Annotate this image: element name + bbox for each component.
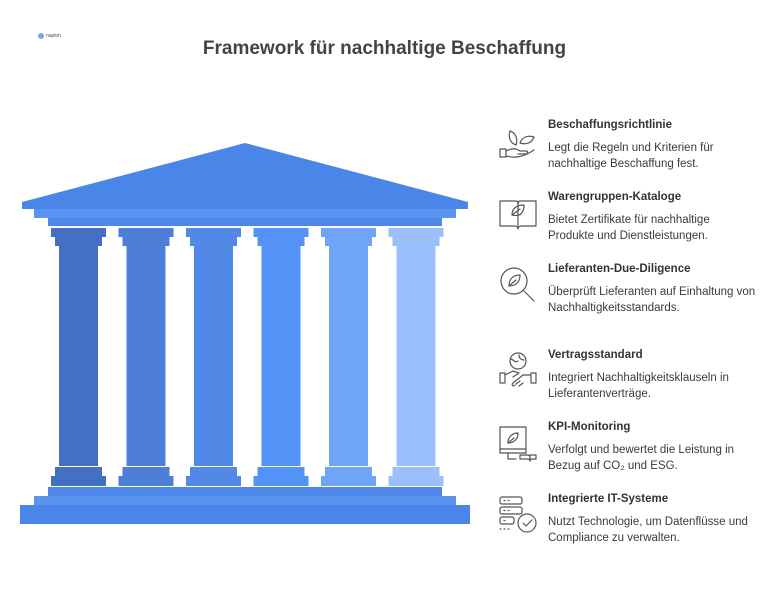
temple-architrave — [34, 209, 456, 218]
temple-pillar-2 — [118, 228, 174, 486]
magnifier-leaf-icon — [500, 267, 535, 302]
server-check-icon — [499, 496, 537, 533]
item-heading: Warengruppen-Kataloge — [548, 191, 682, 203]
page-title: Framework für nachhaltige Beschaffung — [202, 38, 567, 59]
temple-frieze — [48, 218, 442, 226]
temple-base-step-top — [48, 487, 442, 496]
logo-mark-icon — [38, 33, 44, 39]
logo-text: napkin — [46, 33, 61, 39]
temple-roof — [22, 143, 468, 209]
monitor-book-icon — [499, 426, 537, 462]
item-heading: Integrierte IT-Systeme — [548, 493, 669, 505]
handshake-globe-icon — [499, 352, 537, 387]
temple-pillar-1 — [51, 228, 106, 486]
item-description: Bietet Zertifikate für nachhaltige Produ… — [548, 214, 710, 242]
item-description: Integriert Nachhaltigkeitsklauseln in Li… — [548, 372, 729, 400]
item-heading: Lieferanten-Due-Diligence — [548, 263, 691, 275]
logo: napkin — [38, 33, 61, 39]
hand-leaves-icon — [499, 130, 535, 158]
item-heading: KPI-Monitoring — [548, 421, 631, 433]
item-heading: Beschaffungsrichtlinie — [548, 119, 672, 131]
temple-pillar-4 — [253, 228, 309, 486]
temple-pillar-3 — [186, 228, 241, 486]
temple-base-step-middle — [34, 496, 456, 505]
item-description: Überprüft Lieferanten auf Einhaltung von… — [548, 286, 756, 314]
temple-pillar-5 — [321, 228, 376, 486]
item-description: Verfolgt und bewertet die Leistung in Be… — [548, 444, 735, 472]
item-description: Nutzt Technologie, um Datenflüsse und Co… — [548, 516, 748, 544]
item-description: Legt die Regeln und Kriterien für nachha… — [548, 142, 714, 170]
book-leaf-icon — [499, 200, 537, 230]
temple-diagram — [20, 143, 470, 524]
item-heading: Vertragsstandard — [548, 349, 643, 361]
temple-pillar-6 — [388, 228, 444, 486]
temple-base-step-bottom — [20, 505, 470, 524]
